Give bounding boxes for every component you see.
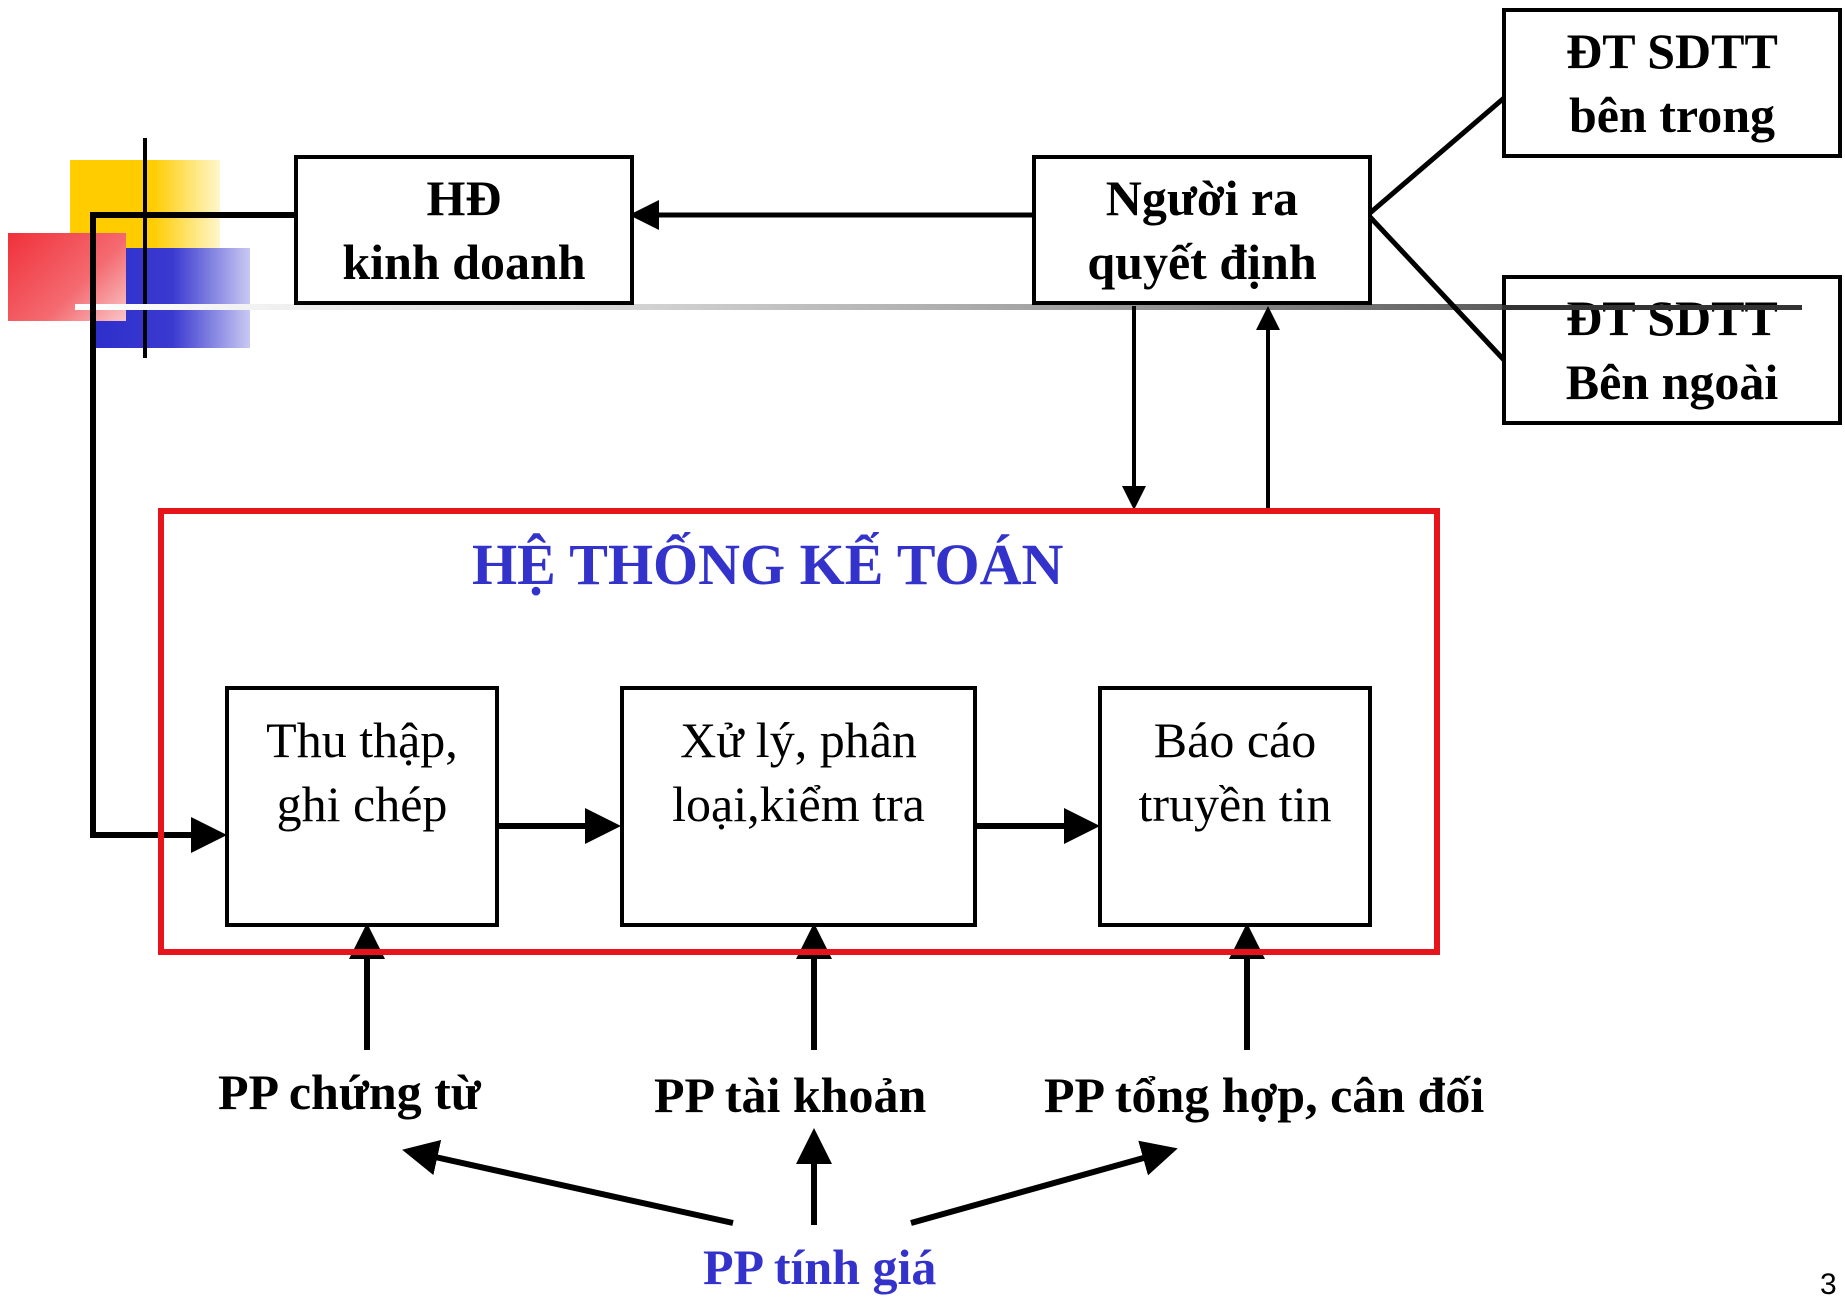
- node-decision-maker-line1: Người ra: [1105, 170, 1299, 226]
- node-external-users-line2: Bên ngoài: [1565, 354, 1779, 410]
- node-internal-users: ĐT SDTT bên trong: [1502, 8, 1842, 158]
- method-summary-balance: PP tổng hợp, cân đối: [1044, 1067, 1485, 1123]
- page-number: 3: [1820, 1268, 1837, 1301]
- accounting-system-frame: [158, 508, 1440, 955]
- arrow-tinhgia-to-tonghop: [910, 1140, 1178, 1226]
- node-report: Báo cáo truyền tin: [1098, 686, 1372, 927]
- arrow-business-to-collect: [90, 212, 295, 853]
- node-collect-record-line2: ghi chép: [276, 776, 448, 832]
- decor-horizontal-rule: [75, 304, 1805, 310]
- node-decision-maker: Người ra quyết định: [1032, 155, 1372, 305]
- node-business-activity-line2: kinh doanh: [342, 234, 586, 290]
- node-collect-record: Thu thập, ghi chép: [225, 686, 499, 927]
- node-process-classify-line2: loại,kiểm tra: [672, 776, 925, 832]
- accounting-system-title: HỆ THỐNG KẾ TOÁN: [472, 532, 1064, 597]
- decor-rule-overlay: [1502, 305, 1802, 310]
- node-internal-users-line1: ĐT SDTT: [1566, 23, 1778, 79]
- node-business-activity-line1: HĐ: [426, 170, 502, 226]
- method-pricing: PP tính giá: [703, 1239, 937, 1295]
- method-accounts: PP tài khoản: [654, 1067, 927, 1123]
- node-external-users: ĐT SDTT Bên ngoài: [1502, 275, 1842, 425]
- decor-vertical-rule: [143, 138, 147, 358]
- node-process-classify-line1: Xử lý, phân: [680, 712, 917, 768]
- node-decision-maker-line2: quyết định: [1087, 234, 1317, 290]
- node-process-classify: Xử lý, phân loại,kiểm tra: [620, 686, 977, 927]
- link-decision-to-internal: [1368, 96, 1506, 215]
- node-report-line1: Báo cáo: [1153, 712, 1317, 768]
- link-decision-to-external: [1368, 215, 1506, 362]
- node-business-activity: HĐ kinh doanh: [294, 155, 634, 305]
- node-internal-users-line2: bên trong: [1568, 87, 1776, 143]
- method-documents: PP chứng từ: [218, 1064, 481, 1120]
- node-external-users-line1: ĐT SDTT: [1566, 290, 1778, 346]
- node-report-line2: truyền tin: [1138, 776, 1332, 832]
- arrow-tinhgia-to-chungtu: [402, 1139, 734, 1226]
- node-collect-record-line1: Thu thập,: [266, 712, 458, 768]
